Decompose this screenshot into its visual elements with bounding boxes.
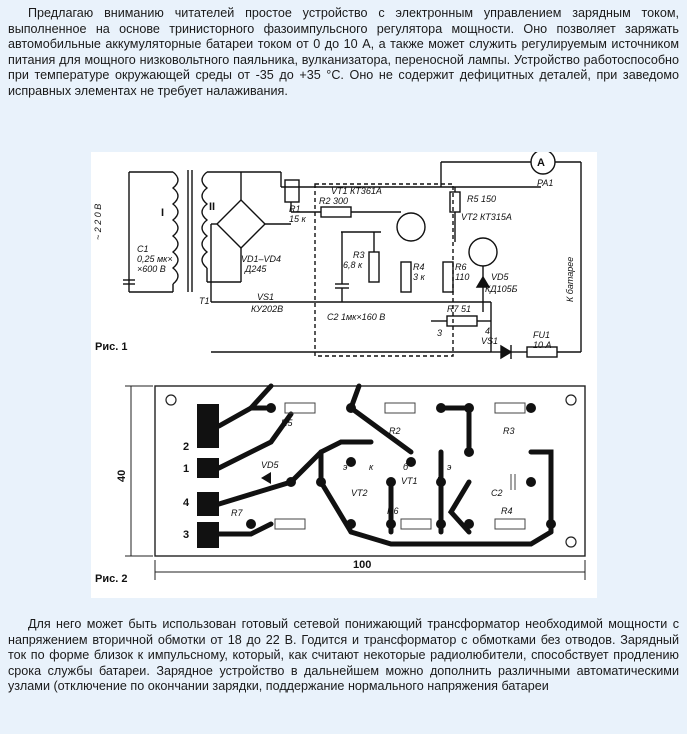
pcb-e-label: э — [343, 462, 348, 472]
fig1-r1: R1 — [289, 204, 301, 214]
fig1-mains: ~ 2 2 0 В — [93, 204, 103, 240]
fig1-pa1: PA1 — [537, 178, 553, 188]
pcb-fig2 — [154, 383, 586, 557]
fig1-r1-val: 15 к — [289, 214, 307, 224]
pcb-r5: R5 — [281, 418, 293, 428]
fig1-vs1b: VS1 — [481, 336, 498, 346]
fig1-r3: R3 — [353, 250, 365, 260]
pcb-dim-width: 100 — [353, 559, 371, 571]
fig1-ammeter: A — [537, 157, 545, 169]
pcb-vd5: VD5 — [261, 460, 280, 470]
fig1-t1: T1 — [199, 296, 210, 306]
fig1-winding2: II — [209, 201, 215, 213]
intro-paragraph: Предлагаю вниманию читателей простое уст… — [8, 6, 679, 98]
pcb-r7: R7 — [231, 508, 243, 518]
fig1-r2: R2 300 — [319, 196, 348, 206]
fig1-r4-val: 3 к — [413, 272, 426, 282]
fig1-winding1: I — [161, 207, 164, 219]
pcb-pin-label: 4 — [183, 497, 190, 509]
pcb-r6: R6 — [387, 506, 399, 516]
fig1-vt2: VT2 КТ315А — [461, 212, 512, 222]
pcb-c2: C2 — [491, 488, 503, 498]
fig1-n4: 4 — [485, 326, 490, 336]
pcb-r4: R4 — [501, 506, 513, 516]
fig1-r4: R4 — [413, 262, 425, 272]
second-paragraph: Для него может быть использован готовый … — [8, 617, 679, 694]
pcb-vt1: VT1 — [401, 476, 418, 486]
pcb-vt2: VT2 — [351, 488, 368, 498]
pcb-k-label: к — [369, 462, 374, 472]
pcb-e-label-2: э — [447, 462, 452, 472]
fig1-c1-val1: 0,25 мк× — [137, 254, 173, 264]
fig1-vs1: VS1 — [257, 292, 274, 302]
fig1-c2: C2 1мк×160 В — [327, 312, 385, 322]
pcb-pin-label: 1 — [183, 463, 189, 475]
fig1-caption: Рис. 1 — [95, 341, 127, 353]
fig1-vt1: VT1 КТ361А — [331, 186, 382, 196]
fig1-vd5-val: КД105Б — [485, 284, 518, 294]
pcb-pin-labels: 2 1 4 3 — [183, 441, 190, 541]
fig1-vs1-val: КУ202В — [251, 304, 283, 314]
fig1-c1: C1 — [137, 244, 149, 254]
figure-block: ~ 2 2 0 В C1 0,25 мк× ×600 В I II T1 R1 … — [91, 152, 597, 598]
fig1-fu1-val: 10 А — [533, 340, 552, 350]
fig1-r3-val: 6,8 к — [343, 260, 363, 270]
fig1-c1-val2: ×600 В — [137, 264, 166, 274]
fig1-vd14-val: Д245 — [244, 264, 267, 274]
fig2-caption: Рис. 2 — [95, 573, 127, 585]
fig1-battery: К батарее — [565, 257, 575, 302]
pcb-r2: R2 — [389, 426, 401, 436]
schematic-fig1 — [123, 152, 582, 360]
fig1-r5: R5 150 — [467, 194, 496, 204]
fig1-r6: R6 — [455, 262, 467, 272]
fig1-vd14: VD1–VD4 — [241, 254, 281, 264]
fig1-fu1: FU1 — [533, 330, 550, 340]
fig1-r6-val: 110 — [455, 272, 469, 282]
fig1-vd5: VD5 — [491, 272, 510, 282]
pcb-pin-label: 3 — [183, 529, 189, 541]
pcb-r3: R3 — [503, 426, 515, 436]
fig1-n3: 3 — [437, 328, 442, 338]
pcb-dim-height: 40 — [116, 470, 128, 482]
pcb-k-label-2: к — [437, 474, 442, 484]
pcb-pin-label: 2 — [183, 441, 189, 453]
pcb-b-label: б — [403, 462, 409, 472]
figure-drawing: ~ 2 2 0 В C1 0,25 мк× ×600 В I II T1 R1 … — [93, 152, 586, 585]
fig1-r7: R7 51 — [447, 304, 471, 314]
pcb-dimension-lines — [125, 385, 586, 580]
